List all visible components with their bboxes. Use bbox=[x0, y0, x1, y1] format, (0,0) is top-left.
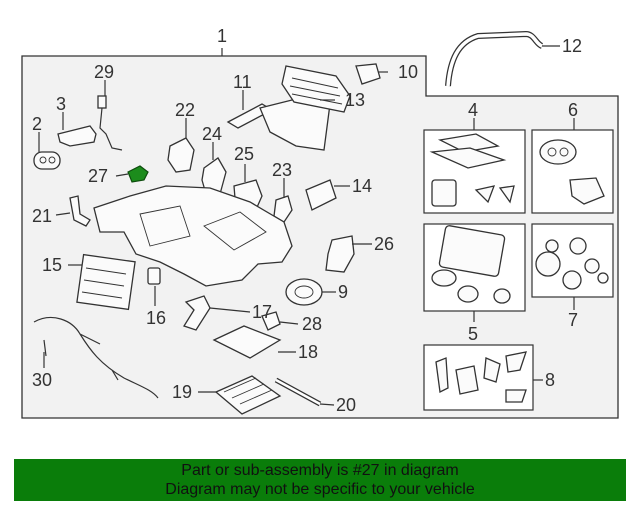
callout-23: 23 bbox=[272, 160, 292, 180]
part-17 bbox=[183, 295, 211, 331]
callout-29: 29 bbox=[94, 62, 114, 82]
callout-17: 17 bbox=[252, 302, 272, 322]
part-14 bbox=[305, 179, 337, 211]
callout-2: 2 bbox=[32, 114, 42, 134]
callout-3: 3 bbox=[56, 94, 66, 114]
callout-25: 25 bbox=[234, 144, 254, 164]
part-26 bbox=[325, 235, 355, 273]
part-27 bbox=[127, 165, 149, 183]
box-6 bbox=[531, 129, 614, 214]
part-29 bbox=[99, 107, 123, 151]
hose-12 bbox=[445, 30, 544, 87]
callout-18: 18 bbox=[298, 342, 318, 362]
callout-14: 14 bbox=[352, 176, 372, 196]
callout-5: 5 bbox=[468, 324, 478, 344]
part-10 bbox=[355, 63, 381, 85]
parts-diagram: 1 2 3 4 5 6 7 8 9 10 11 12 13 14 15 16 1… bbox=[21, 26, 619, 419]
callout-19: 19 bbox=[172, 382, 192, 402]
callout-11: 11 bbox=[233, 72, 252, 92]
part-16 bbox=[147, 267, 161, 285]
callout-21: 21 bbox=[32, 206, 52, 226]
callout-15: 15 bbox=[42, 255, 62, 275]
part-2 bbox=[33, 151, 61, 170]
part-18 bbox=[212, 325, 282, 359]
callout-20: 20 bbox=[336, 395, 356, 415]
info-banner: Part or sub-assembly is #27 in diagram D… bbox=[14, 459, 626, 501]
callout-6: 6 bbox=[568, 100, 578, 120]
part-21 bbox=[69, 195, 91, 227]
part-9 bbox=[285, 278, 323, 306]
callout-24: 24 bbox=[202, 124, 222, 144]
callout-7: 7 bbox=[568, 310, 578, 330]
callout-13: 13 bbox=[345, 90, 365, 110]
banner-line-2: Diagram may not be specific to your vehi… bbox=[165, 481, 475, 498]
callout-12: 12 bbox=[562, 36, 582, 56]
callout-26: 26 bbox=[374, 234, 394, 254]
part-19 bbox=[214, 375, 282, 415]
part-3 bbox=[57, 125, 97, 147]
callout-4: 4 bbox=[468, 100, 478, 120]
part-30 bbox=[33, 317, 159, 399]
callout-27: 27 bbox=[88, 166, 108, 186]
part-23 bbox=[273, 195, 293, 223]
callout-22: 22 bbox=[175, 100, 195, 120]
part-28 bbox=[261, 311, 281, 331]
callout-10: 10 bbox=[398, 62, 418, 82]
banner-line-1: Part or sub-assembly is #27 in diagram bbox=[181, 462, 459, 479]
heater-case bbox=[93, 185, 293, 287]
callout-1: 1 bbox=[217, 26, 227, 46]
callout-30: 30 bbox=[32, 370, 52, 390]
callout-9: 9 bbox=[338, 282, 348, 302]
callout-8: 8 bbox=[545, 370, 555, 390]
callout-16: 16 bbox=[146, 308, 166, 328]
part-15 bbox=[76, 253, 136, 311]
callout-28: 28 bbox=[302, 314, 322, 334]
